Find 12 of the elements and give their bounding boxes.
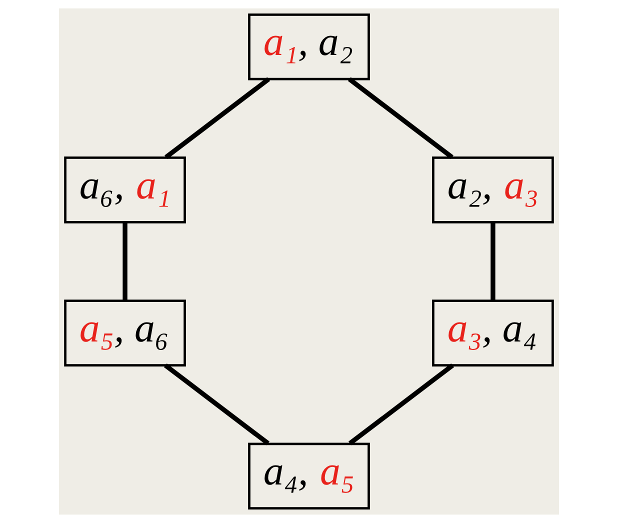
connector	[348, 77, 454, 160]
connector	[122, 222, 128, 300]
connector	[164, 363, 270, 446]
node-box: a₃, a₄	[432, 300, 554, 366]
node-box: a₂, a₃	[432, 156, 554, 224]
node-box: a₆, a₁	[64, 156, 186, 224]
connector	[164, 77, 270, 160]
node-box: a₁, a₂	[248, 13, 370, 80]
node-box: a₄, a₅	[248, 442, 370, 510]
connector	[490, 222, 496, 300]
node-box: a₅, a₆	[64, 300, 186, 366]
connector	[348, 363, 454, 446]
